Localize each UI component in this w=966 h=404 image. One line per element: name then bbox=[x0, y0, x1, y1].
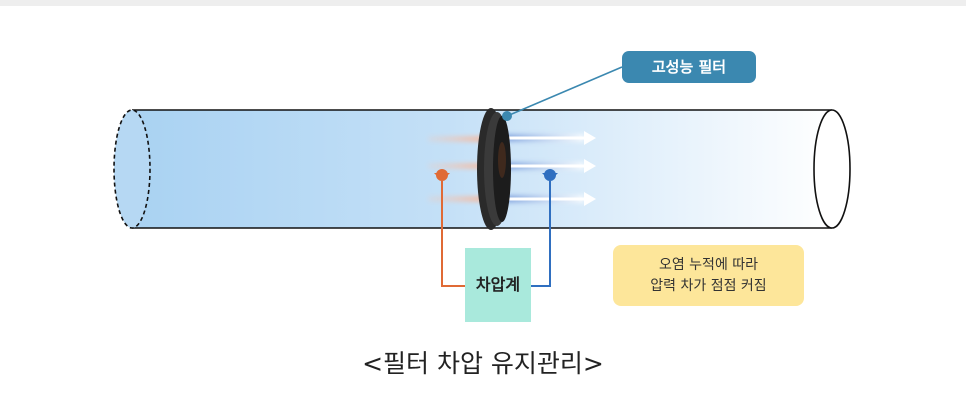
pipe-inlet-opening bbox=[113, 109, 151, 229]
top-border bbox=[0, 0, 966, 6]
diagram-caption: <필터 차압 유지관리> bbox=[362, 349, 604, 378]
note-line-1: 오염 누적에 따라 bbox=[658, 256, 759, 273]
inlet-pressure-tap bbox=[434, 169, 465, 287]
filter-disc bbox=[477, 108, 511, 230]
filter-label-leader bbox=[502, 66, 623, 121]
contamination-note: 오염 누적에 따라 압력 차가 점점 커짐 bbox=[613, 245, 804, 306]
outlet-air-arrows bbox=[500, 131, 596, 206]
inlet-air-streams bbox=[428, 136, 484, 202]
outlet-pressure-tap bbox=[531, 169, 558, 287]
filter-label: 고성능 필터 bbox=[622, 51, 756, 83]
pipe-outlet-opening bbox=[813, 109, 851, 229]
note-line-2: 압력 차가 점점 커짐 bbox=[650, 277, 767, 294]
differential-pressure-gauge: 차압계 bbox=[465, 248, 531, 322]
